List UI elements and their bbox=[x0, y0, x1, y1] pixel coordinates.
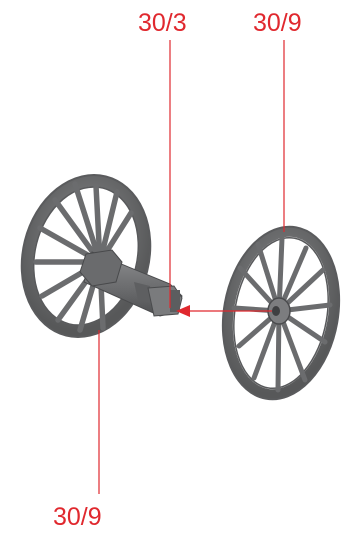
right-wheel-hub-bore bbox=[272, 306, 280, 316]
right-wheel bbox=[210, 217, 346, 408]
axle-end-face bbox=[170, 290, 180, 312]
right-wheel-part-label: 30/9 bbox=[253, 11, 302, 36]
left-wheel-part-label: 30/9 bbox=[53, 505, 102, 530]
axle-part-label: 30/3 bbox=[138, 11, 187, 36]
left-wheel-with-axle bbox=[5, 161, 182, 351]
